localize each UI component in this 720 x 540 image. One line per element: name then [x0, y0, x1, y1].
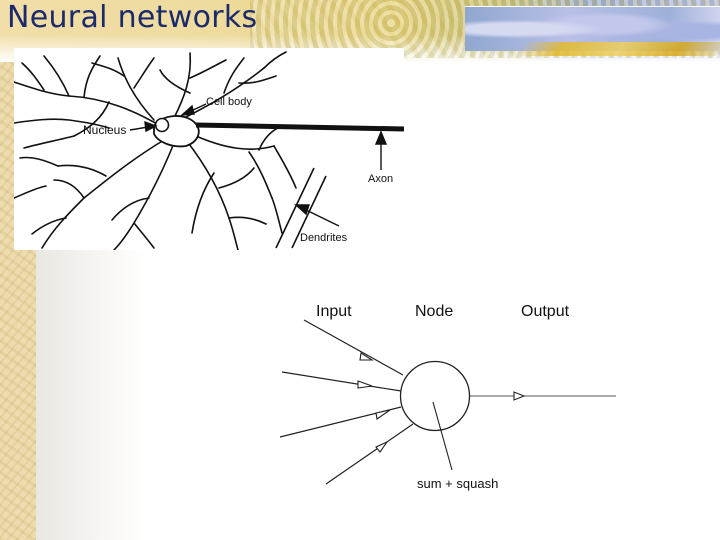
nucleus-circle: [154, 117, 170, 133]
neuron-drawing: Cell body Nucleus Axon Dendrites: [14, 51, 404, 250]
dendrites-label: Dendrites: [300, 232, 348, 244]
node-label: Node: [415, 303, 453, 320]
slide-title: Neural networks: [7, 0, 258, 35]
cell-body-label: Cell body: [206, 96, 252, 108]
axon-line: [195, 122, 404, 132]
output-arrowhead: [513, 391, 526, 401]
input-lines: [279, 319, 414, 485]
output-label: Output: [521, 303, 570, 320]
label-arrows: [129, 103, 388, 227]
input-label: Input: [316, 303, 352, 320]
banner-streak: [515, 42, 720, 56]
node-drawing: Input Node Output sum + squash: [279, 303, 616, 491]
dendrite-branches: [14, 51, 297, 250]
axon-label: Axon: [368, 173, 393, 185]
function-pointer: [432, 401, 453, 471]
node-circle: [399, 360, 471, 432]
nucleus-label: Nucleus: [83, 123, 126, 137]
neuron-diagram: Cell body Nucleus Axon Dendrites: [14, 48, 404, 250]
dendrite-line: [275, 167, 315, 249]
input-arrowheads: [357, 352, 391, 453]
node-diagram: Input Node Output sum + squash: [270, 290, 630, 500]
function-label: sum + squash: [417, 476, 498, 491]
